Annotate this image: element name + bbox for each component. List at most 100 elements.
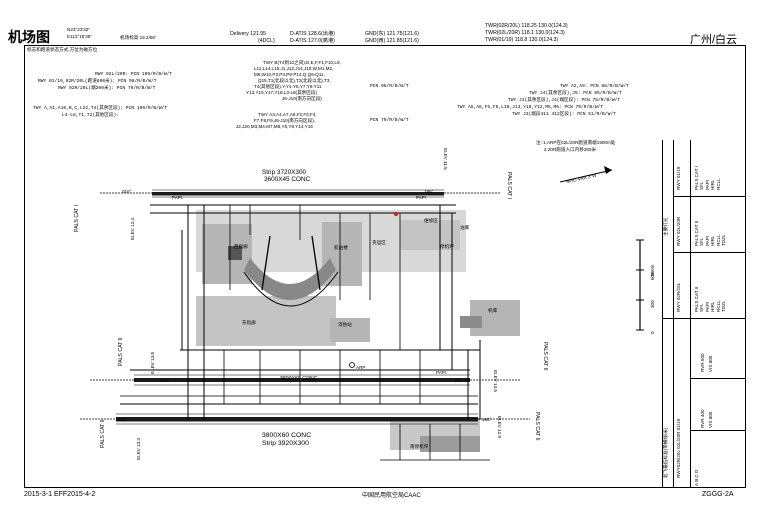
terminal-apron-west [202, 224, 252, 284]
pals-cat2-west-left: PALS CAT II [100, 419, 106, 448]
datis-4dcl: (4DCL) [258, 38, 275, 44]
lighting-val-01-19: PALS CAT I SFL PAPI HIRL RCLL [694, 166, 721, 190]
page-title: 机场图 [8, 29, 50, 45]
pcn-left-2: RWY 01/19,02R/20L(跑道800米): PCN 98/R/B/W/… [38, 79, 157, 84]
pals-cat2-west-right: PALS CAT II [534, 412, 540, 441]
area-apron-b: 停机坪 [440, 244, 454, 249]
vis-1: VIS 800 [708, 355, 713, 372]
pcn-center-1: TWY B(T4到10之间),D,E,F,F1,F10,L9, [263, 60, 341, 65]
chart-code: ZGGG-2A [702, 491, 734, 498]
area-fuel: 油库 [460, 225, 470, 230]
datis-dep: D-ATIS 128.6(出港) [290, 31, 335, 37]
area-cargo: 货运区 [372, 240, 386, 245]
east-strip-label: Strip 3720X300 [262, 169, 307, 176]
runway-01-19 [116, 413, 478, 425]
elev-133: ELEV 13.3 [136, 438, 141, 460]
pcn-right-5: TWY J3(端段411 412区段): PCN 51/R/B/W/T [512, 112, 616, 117]
area-west-terminal: 西指廊 [234, 244, 248, 249]
arp-marker [349, 362, 355, 368]
terminal-pier-e [311, 235, 321, 291]
elev-138: ELEV 13.8 [150, 352, 155, 374]
rvr-2: RVR 400 [700, 409, 705, 428]
twy-south-loop [380, 424, 490, 461]
pcn-right-2: TWY J4(其余区段),J5: PCN 85/R/B/W/T [529, 91, 622, 96]
pals-cat1-left: PALS CAT I [74, 204, 80, 232]
pcn-left-4: TWY A,A1,A10,B,C,L22,T4(其余区段): PCN 109/R… [33, 106, 168, 111]
twy-connectors [223, 205, 421, 404]
area-south-apron: 南停机坪 [410, 444, 429, 449]
authority: 中国民用航空局CAAC [362, 493, 421, 499]
area-apron-a: 航站楼 [334, 245, 348, 250]
pcn-center-pcn: PCN 98/R/B/W/T [370, 84, 409, 89]
hangar-block [460, 316, 482, 328]
datis-arr: D-ATIS 127.0(离港) [290, 38, 335, 44]
lighting-val-02l: PALS CAT II SFL PAPI HIRL RCLL TDZL [694, 220, 727, 246]
pcn-center-2: L11,L14,L15,J1,J12,J14,J15,W,M1,M2, [254, 66, 334, 71]
pcn-center-7: J6-J10(南方向区段) [282, 96, 322, 101]
rvr-1: RVR 500 [700, 353, 705, 372]
sidebar-hline-1 [674, 196, 746, 197]
remark-1: 注: 1.ARP在02L/20R跑道南端1900m处 [536, 140, 616, 145]
twy-west-loop [181, 205, 205, 420]
pals-cat2-left: PALS CAT II [118, 337, 124, 366]
remark-2: 2.20R跑道入口内移200米 [544, 147, 597, 152]
area-hangar: 机库 [488, 308, 498, 313]
area-maint: 维修区 [424, 218, 438, 223]
elev-145: ELEV 14.5 [493, 370, 498, 392]
apron-dark-1 [228, 246, 242, 260]
vis-2: VIS 800 [708, 411, 713, 428]
papi-label-3: PAPI [436, 370, 447, 375]
elev-124: ELEV 12.4 [130, 218, 135, 240]
pcn-left-1: RWY 02L/20R: PCN 109/R/B/W/T [95, 72, 173, 77]
pcn-mid-2: F7,F8,F9,J6-J10(南方向区段), [254, 118, 316, 123]
terminal-pier-w [261, 235, 271, 291]
runway-02r-20l [134, 374, 470, 386]
lighting-title: 主要灯光 [663, 217, 668, 236]
papi-label-1: PAPI [172, 195, 183, 200]
elev-129: ELEV 12.9 [497, 416, 502, 438]
coord-n: N23°23'32" [67, 27, 90, 32]
pcn-left-3: RWY 02R/20L(端200米): PCN 79/R/B/W/T [58, 86, 156, 91]
scale-300: 300 [650, 300, 655, 308]
category-abcd: A B C D [694, 469, 699, 486]
pals-cat2-right: PALS CAT II [542, 342, 548, 371]
elevation-label: 机场标高 15.2/50' [120, 35, 156, 40]
pcn-mid-1: TWY A3,A4,A7,A8,F2,F3,F4, [258, 112, 317, 117]
sidebar-divider-2 [690, 140, 691, 488]
area-firestation: 消防站 [338, 322, 352, 327]
east-conc-label: 3600X45 CONC [264, 176, 311, 183]
city-name: 广州/白云 [690, 34, 738, 46]
runway-02l-20r [152, 189, 444, 198]
elev-115: ELEV 11.5 [443, 148, 448, 170]
west-conc-label: 3800X60 CONC [262, 432, 312, 439]
scale-0: 0 [650, 331, 655, 334]
hdg-196-west: 196° [482, 417, 492, 422]
hdg-016-west: 016° [118, 417, 128, 422]
arp-label: ARP [356, 365, 366, 370]
pcn-center-5: T4(其他区段),Y,Y1-Y5,Y7,Y9,Y11 [254, 84, 322, 89]
mid-conc-label: 3800X60 CONC [280, 376, 318, 382]
pcn-left-5: L4-L8,T1,T2(其他区段): [62, 113, 119, 118]
pcn-center-3: M6,W10,P3,P4,P9-P14,Q,Q6-Q11, [254, 72, 325, 77]
pcn-center-4: Q15,T1(北段以北),T2(北段以北),T3, [258, 78, 331, 83]
south-apron-area [196, 296, 336, 346]
terminal-outline [243, 271, 339, 307]
pcn-mid-3: J2,J20,M3,M4,M7,M8,Y6,Y8,Y14,Y16 [236, 124, 313, 129]
hdg-016-mid: 016° [160, 378, 170, 383]
effective-date: 2015-3-1 EFF2015-4-2 [24, 491, 96, 498]
north-arrow-icon [559, 166, 613, 183]
pcn-center-6: Y13,Y15,Y17,Y18,L3-L8(其余区段) [246, 90, 317, 95]
pcn-mid-pcn: PCN 79/R/B/W/T [370, 118, 409, 123]
gnd-west: GND(西) 121.85(121.6) [365, 38, 419, 44]
gnd-east: GND(东) 121.75(121.6) [365, 31, 419, 37]
lighting-rwy-02r: RWY 02R/20L [676, 282, 681, 312]
lighting-rwy-01-19: RWY 01/19 [676, 166, 681, 190]
west-strip-label: Strip 3920X300 [262, 440, 309, 447]
twr-02r: TWR(02R/20L) 118.25 130.0(124.3) [485, 23, 568, 29]
sidebar-hline-5 [690, 430, 746, 431]
twy-east-loop [439, 205, 481, 420]
pcn-right-3: TWY J3(其余区段),J4(端区段): PCN 75/R/B/W/T [508, 98, 621, 103]
scale-bar [636, 239, 644, 331]
twr-02l: TWR(02L/20R) 118.1 130.0(124.3) [485, 30, 565, 36]
